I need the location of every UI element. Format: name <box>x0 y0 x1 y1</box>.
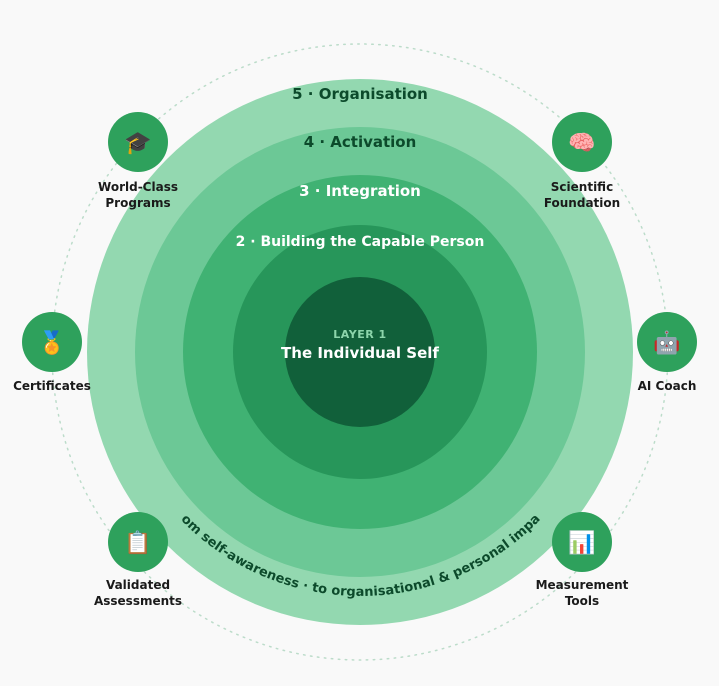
node-label-line: Assessments <box>94 594 182 608</box>
node-ai-coach[interactable]: 🤖 AI Coach <box>637 312 697 393</box>
node-label-line: Scientific <box>551 180 613 194</box>
bar-chart-icon: 📊 <box>568 530 595 556</box>
clipboard-icon: 📋 <box>124 530 151 556</box>
node-label-line: Validated <box>106 578 170 592</box>
brain-icon: 🧠 <box>568 131 595 156</box>
node-world-class-programs[interactable]: 🎓 World-Class Programs <box>98 112 178 210</box>
node-label-line: Programs <box>105 196 170 210</box>
ring-label-3: 3 · Integration <box>299 182 421 200</box>
robot-icon: 🤖 <box>653 330 680 356</box>
node-label-line: Measurement <box>536 578 629 592</box>
ring-label-2: 2 · Building the Capable Person <box>236 234 485 250</box>
core-title: The Individual Self <box>281 344 439 362</box>
node-certificates[interactable]: 🏅 Certificates <box>13 312 91 393</box>
node-measurement-tools[interactable]: 📊 Measurement Tools <box>536 512 629 608</box>
node-validated-assessments[interactable]: 📋 Validated Assessments <box>94 512 182 608</box>
ring-label-4: 4 · Activation <box>304 133 417 151</box>
core-layer-tag: LAYER 1 <box>333 328 386 341</box>
node-label-line: Foundation <box>544 196 620 210</box>
ring-label-5: 5 · Organisation <box>292 85 428 103</box>
core-layer-1 <box>285 277 435 427</box>
node-label-line: World-Class <box>98 180 178 194</box>
node-label-line: AI Coach <box>638 379 697 393</box>
node-label-line: Tools <box>565 594 599 608</box>
graduation-cap-icon: 🎓 <box>124 131 151 156</box>
node-scientific-foundation[interactable]: 🧠 Scientific Foundation <box>544 112 620 210</box>
node-label-line: Certificates <box>13 379 91 393</box>
medal-icon: 🏅 <box>38 330 65 356</box>
